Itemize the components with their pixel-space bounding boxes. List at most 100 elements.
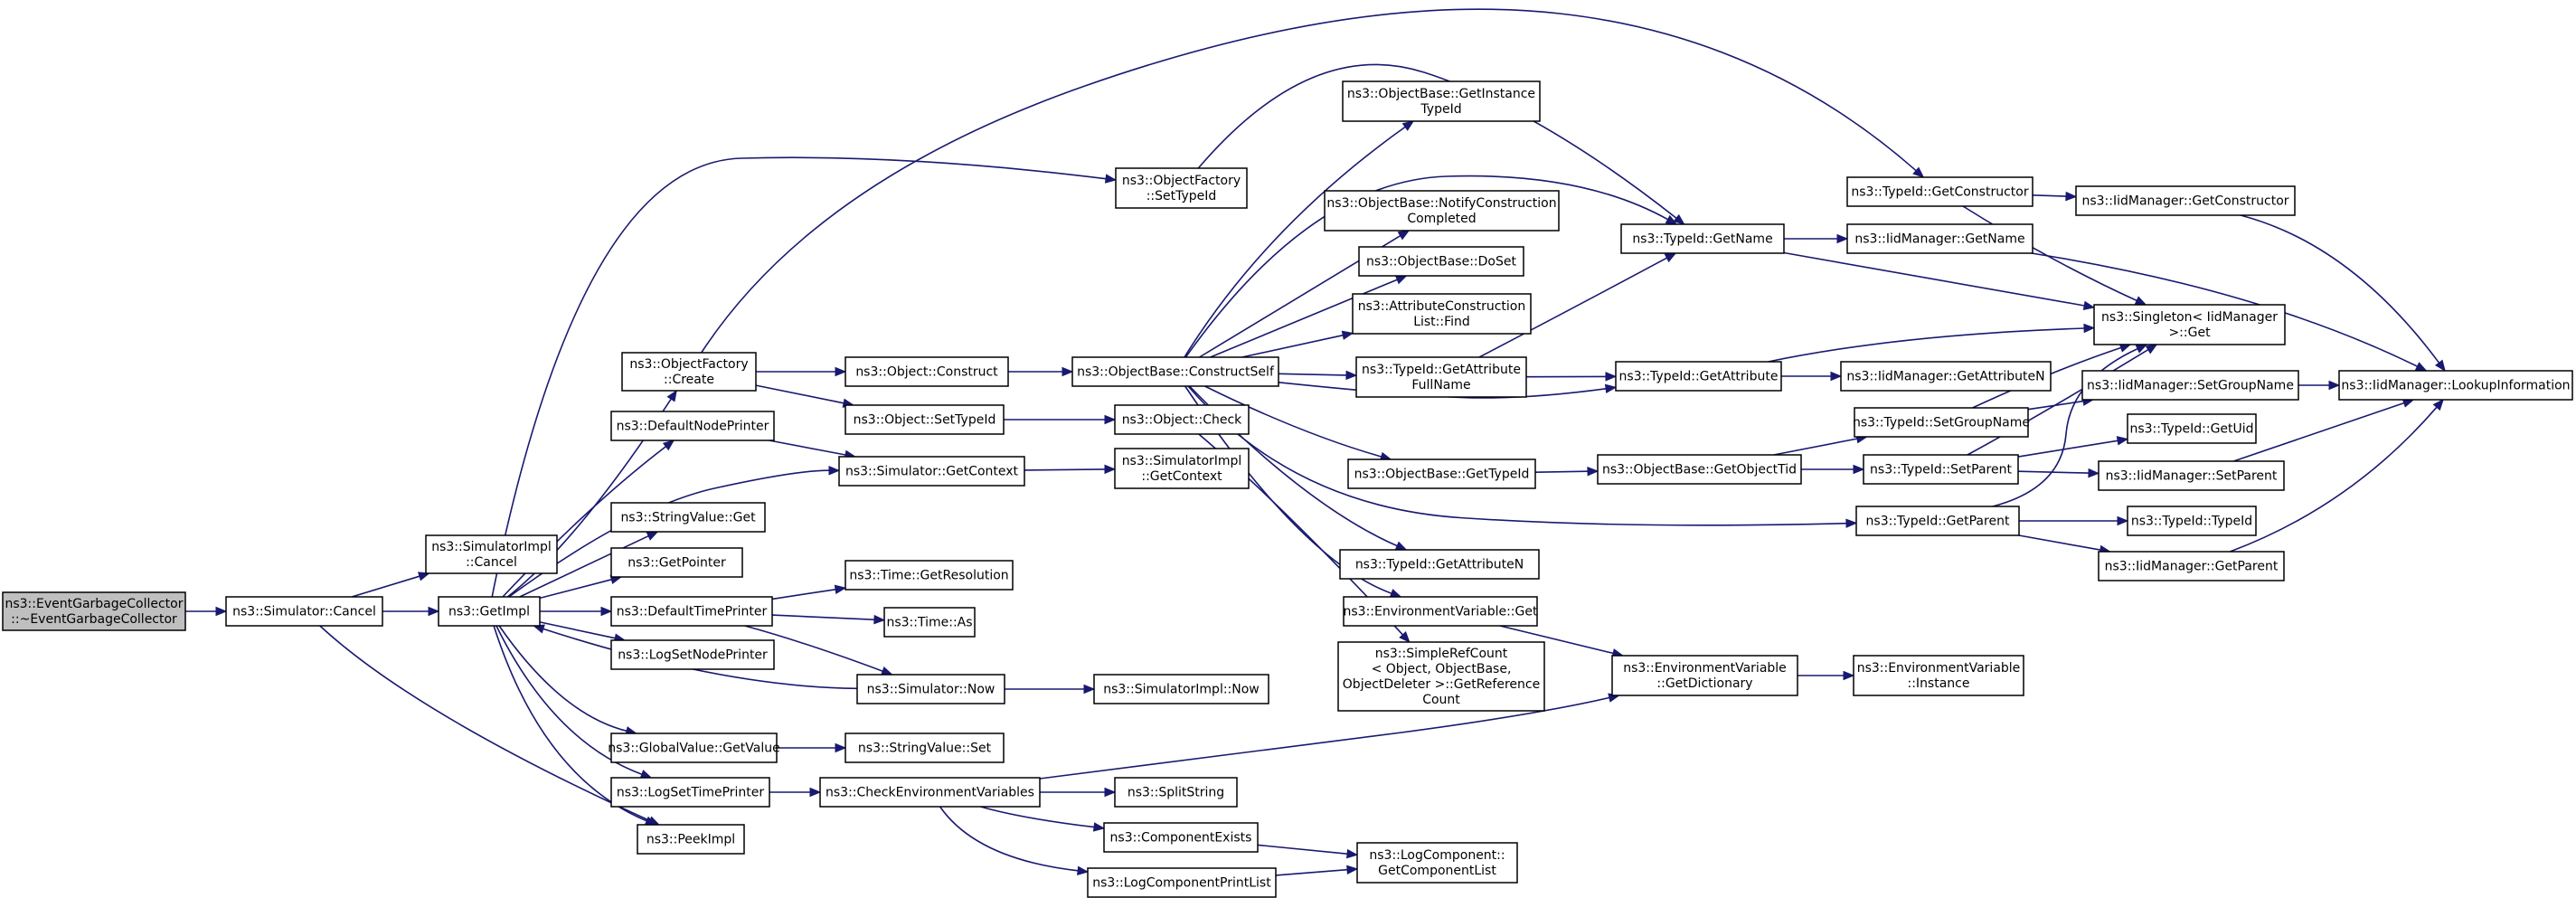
graph-node-tid-getattribute[interactable]: ns3::TypeId::GetAttribute — [1615, 361, 1782, 392]
graph-node-box — [845, 733, 1005, 763]
graph-node-obj-construct[interactable]: ns3::Object::Construct — [845, 356, 1009, 387]
graph-node-root[interactable]: ns3::EventGarbageCollector::~EventGarbag… — [2, 591, 186, 631]
graph-node-simimpl-now[interactable]: ns3::SimulatorImpl::Now — [1093, 674, 1269, 704]
graph-node-iid-getparent[interactable]: ns3::IidManager::GetParent — [2098, 551, 2285, 581]
call-edge-arrowhead — [1587, 466, 1599, 477]
graph-node-iid-setgroupname[interactable]: ns3::IidManager::SetGroupName — [2081, 370, 2299, 401]
graph-node-label: ns3::IidManager::SetParent — [2106, 469, 2278, 484]
call-edge-arrowhead — [873, 614, 886, 625]
call-edge-arrowhead — [1394, 275, 1408, 285]
call-edge-check-env-to-splitstring — [1040, 787, 1117, 798]
call-edge-arrowhead — [1104, 174, 1118, 184]
call-edge-line — [939, 806, 1079, 872]
call-edge-line — [2017, 470, 2090, 474]
graph-node-label: ns3::CheckEnvironmentVariables — [826, 786, 1034, 800]
graph-node-simplerefcount[interactable]: ns3::SimpleRefCount< Object, ObjectBase,… — [1337, 641, 1545, 712]
graph-node-iid-getname[interactable]: ns3::IidManager::GetName — [1846, 223, 2033, 254]
graph-node-default-time-printer[interactable]: ns3::DefaultTimePrinter — [610, 596, 773, 627]
graph-node-box — [2098, 551, 2285, 581]
graph-node-logcomp-printlist[interactable]: ns3::LogComponentPrintList — [1087, 867, 1277, 898]
call-edge-arrowhead — [1836, 233, 1849, 244]
graph-node-obj-check[interactable]: ns3::Object::Check — [1114, 404, 1250, 435]
graph-node-box — [1093, 674, 1269, 704]
graph-node-label: ns3::ObjectBase::GetObjectTid — [1602, 463, 1797, 477]
graph-node-box — [610, 639, 775, 670]
call-edge-line — [1967, 349, 2149, 456]
graph-node-tid-setparent[interactable]: ns3::TypeId::SetParent — [1863, 454, 2019, 485]
graph-node-box — [1343, 596, 1538, 627]
graph-node-simimpl-getcontext[interactable]: ns3::SimulatorImpl::GetContext — [1114, 448, 1250, 489]
graph-node-globalvalue-getvalue[interactable]: ns3::GlobalValue::GetValue — [608, 733, 780, 763]
graph-node-ob-getobjecttid[interactable]: ns3::ObjectBase::GetObjectTid — [1597, 454, 1802, 485]
graph-node-label: ns3::SimulatorImpl — [431, 540, 552, 554]
graph-node-logsettimeprinter[interactable]: ns3::LogSetTimePrinter — [610, 777, 770, 808]
graph-node-tid-getuid[interactable]: ns3::TypeId::GetUid — [2127, 413, 2257, 444]
call-edge-arrowhead — [2083, 323, 2096, 334]
graph-node-time-getres[interactable]: ns3::Time::GetResolution — [845, 560, 1014, 591]
graph-node-label: ::Cancel — [466, 555, 517, 570]
graph-node-iid-getconstructor[interactable]: ns3::IidManager::GetConstructor — [2075, 185, 2296, 216]
graph-node-iid-lookup[interactable]: ns3::IidManager::LookupInformation — [2338, 370, 2573, 401]
graph-node-iid-getattributen[interactable]: ns3::IidManager::GetAttributeN — [1840, 361, 2052, 392]
graph-node-tid-getattributen[interactable]: ns3::TypeId::GetAttributeN — [1339, 549, 1540, 580]
call-edge-line — [495, 625, 643, 775]
graph-node-peekimpl[interactable]: ns3::PeekImpl — [637, 824, 745, 855]
graph-node-logcomp-getlist[interactable]: ns3::LogComponent::GetComponentList — [1356, 842, 1518, 884]
graph-node-of-settypeid[interactable]: ns3::ObjectFactory::SetTypeId — [1115, 167, 1248, 209]
graph-node-component-exists[interactable]: ns3::ComponentExists — [1103, 822, 1259, 853]
graph-node-box — [1352, 293, 1532, 335]
graph-node-splitstring[interactable]: ns3::SplitString — [1114, 777, 1238, 808]
graph-node-tid-setgroupname[interactable]: ns3::TypeId::SetGroupName — [1853, 407, 2030, 438]
graph-node-iid-setparent[interactable]: ns3::IidManager::SetParent — [2098, 460, 2285, 491]
graph-node-getpointer[interactable]: ns3::GetPointer — [610, 547, 743, 578]
call-edge-arrowhead — [1399, 631, 1411, 643]
graph-node-time-as[interactable]: ns3::Time::As — [883, 607, 976, 638]
graph-node-envvar-instance[interactable]: ns3::EnvironmentVariable::Instance — [1853, 655, 2024, 696]
graph-node-default-node-printer[interactable]: ns3::DefaultNodePrinter — [610, 411, 775, 441]
graph-node-obj-settypeid[interactable]: ns3::Object::SetTypeId — [845, 404, 1005, 435]
graph-node-stringvalue-set[interactable]: ns3::StringValue::Set — [845, 733, 1005, 763]
graph-node-box — [1620, 223, 1785, 254]
call-edge-line — [1783, 251, 2085, 307]
graph-node-box — [819, 777, 1041, 808]
graph-node-box — [2338, 370, 2573, 401]
graph-node-label: ns3::ComponentExists — [1110, 831, 1252, 846]
call-edge-of-settypeid-to-tid-getname — [1197, 63, 1685, 225]
call-edge-arrowhead — [880, 666, 893, 676]
graph-node-box — [1339, 549, 1540, 580]
graph-node-sim-cancel[interactable]: ns3::Simulator::Cancel — [225, 596, 383, 627]
graph-node-ob-constructself[interactable]: ns3::ObjectBase::ConstructSelf — [1071, 356, 1279, 387]
call-edge-tid-setparent-to-iid-setparent — [2017, 468, 2100, 478]
graph-node-stringvalue-get[interactable]: ns3::StringValue::Get — [610, 502, 766, 533]
graph-node-ob-doset[interactable]: ns3::ObjectBase::DoSet — [1358, 246, 1524, 277]
graph-node-tid-getconstructor[interactable]: ns3::TypeId::GetConstructor — [1846, 176, 2033, 207]
graph-node-tid-typeid[interactable]: ns3::TypeId::TypeId — [2127, 506, 2257, 536]
graph-node-box — [438, 596, 541, 627]
graph-node-tid-getname[interactable]: ns3::TypeId::GetName — [1620, 223, 1785, 254]
graph-node-envvar-getdict[interactable]: ns3::EnvironmentVariable::GetDictionary — [1611, 655, 1798, 696]
graph-node-ob-notify[interactable]: ns3::ObjectBase::NotifyConstructionCompl… — [1324, 190, 1560, 232]
graph-node-label: ns3::TypeId::GetConstructor — [1851, 185, 2028, 200]
call-edge-line — [2031, 252, 2418, 367]
graph-node-ob-gettypeid[interactable]: ns3::ObjectBase::GetTypeId — [1347, 458, 1536, 489]
graph-node-check-env[interactable]: ns3::CheckEnvironmentVariables — [819, 777, 1041, 808]
graph-node-singleton-get[interactable]: ns3::Singleton< IidManager>::Get — [2093, 304, 2286, 345]
graph-node-sim-now[interactable]: ns3::Simulator::Now — [856, 674, 1005, 704]
graph-node-tid-getparent[interactable]: ns3::TypeId::GetParent — [1855, 506, 2020, 536]
graph-node-simimpl-cancel[interactable]: ns3::SimulatorImpl::Cancel — [425, 534, 558, 574]
call-edge-arrowhead — [600, 606, 613, 617]
graph-node-logsetnodeprinter[interactable]: ns3::LogSetNodePrinter — [610, 639, 775, 670]
call-edge-envvar-getdict-to-envvar-instance — [1798, 670, 1855, 681]
graph-node-sim-getcontext[interactable]: ns3::Simulator::GetContext — [838, 456, 1025, 487]
graph-node-getimpl[interactable]: ns3::GetImpl — [438, 596, 541, 627]
graph-node-envvar-get[interactable]: ns3::EnvironmentVariable::Get — [1343, 596, 1538, 627]
call-edge-arrowhead — [1083, 684, 1096, 695]
call-edge-sim-cancel-to-simimpl-cancel — [351, 572, 430, 598]
call-edge-getimpl-to-default-node-printer — [502, 440, 675, 598]
graph-node-of-create[interactable]: ns3::ObjectFactory::Create — [621, 352, 757, 392]
call-edge-default-time-printer-to-time-getres — [771, 584, 847, 600]
graph-node-label: ns3::GetImpl — [448, 605, 530, 619]
